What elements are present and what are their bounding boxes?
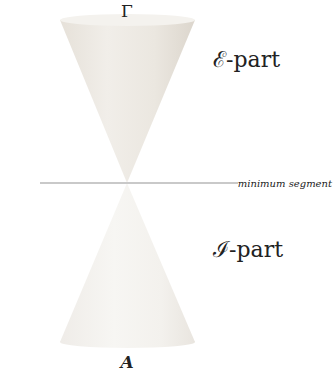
upper-cone [60,14,195,183]
lower-cone [60,183,195,348]
top-symbol: Γ [121,2,133,21]
part-label: ℐ-part [213,238,283,262]
segment-label: minimum segment [238,178,332,189]
minimum-segment-line [40,182,238,184]
part-label: ℰ-part [213,48,280,72]
bottom-symbol: A [120,353,133,372]
